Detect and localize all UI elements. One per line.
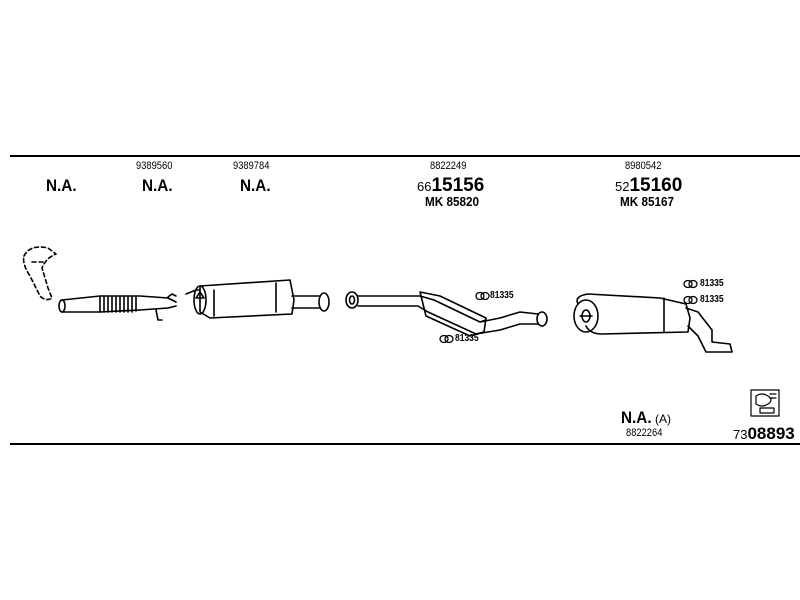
column-3-part-number: 9389784 [233, 160, 270, 172]
clamp-label-3: 81335 [700, 278, 724, 289]
clamp-icon [683, 279, 698, 289]
clamp-icon [439, 334, 454, 344]
bottom-note-part-number: 8822264 [626, 427, 663, 439]
bottom-note-suffix: (A) [655, 412, 671, 426]
column-2-part-number: 9389560 [136, 160, 173, 172]
column-5-mk: MK 85167 [620, 194, 674, 209]
bottom-rule [10, 443, 800, 445]
intermediate-pipe-icon [345, 291, 548, 337]
column-5-code-prefix: 52 [615, 179, 630, 194]
top-rule [10, 155, 800, 157]
column-5-code: 5215160 [615, 176, 682, 195]
rear-muffler-icon [573, 293, 733, 353]
column-4-code-prefix: 66 [417, 179, 432, 194]
column-2-label: N.A. [142, 176, 173, 195]
column-4-code-main: 15156 [431, 175, 485, 196]
column-4-mk: MK 85820 [425, 194, 479, 209]
diagram-code-main: 08893 [747, 424, 795, 443]
exhaust-diagram-reference-icon [750, 389, 780, 417]
column-1-label: N.A. [46, 176, 77, 195]
manifold-pipe-icon [22, 246, 57, 301]
front-muffler-icon [185, 279, 330, 319]
column-5-code-main: 15160 [629, 175, 683, 196]
column-4-code: 6615156 [417, 176, 484, 195]
clamp-label-4: 81335 [700, 294, 724, 305]
column-5-part-number: 8980542 [625, 160, 662, 172]
bottom-note: N.A.(A) [621, 409, 671, 427]
diagram-code-prefix: 73 [733, 427, 748, 442]
column-3-label: N.A. [240, 176, 271, 195]
column-4-part-number: 8822249 [430, 160, 467, 172]
front-pipe-icon [58, 293, 177, 321]
diagram-code: 7308893 [733, 425, 795, 443]
clamp-label-2: 81335 [455, 333, 479, 344]
clamp-icon [683, 295, 698, 305]
clamp-label-1: 81335 [490, 290, 514, 301]
bottom-note-label: N.A. [621, 408, 652, 427]
clamp-icon [475, 291, 490, 301]
